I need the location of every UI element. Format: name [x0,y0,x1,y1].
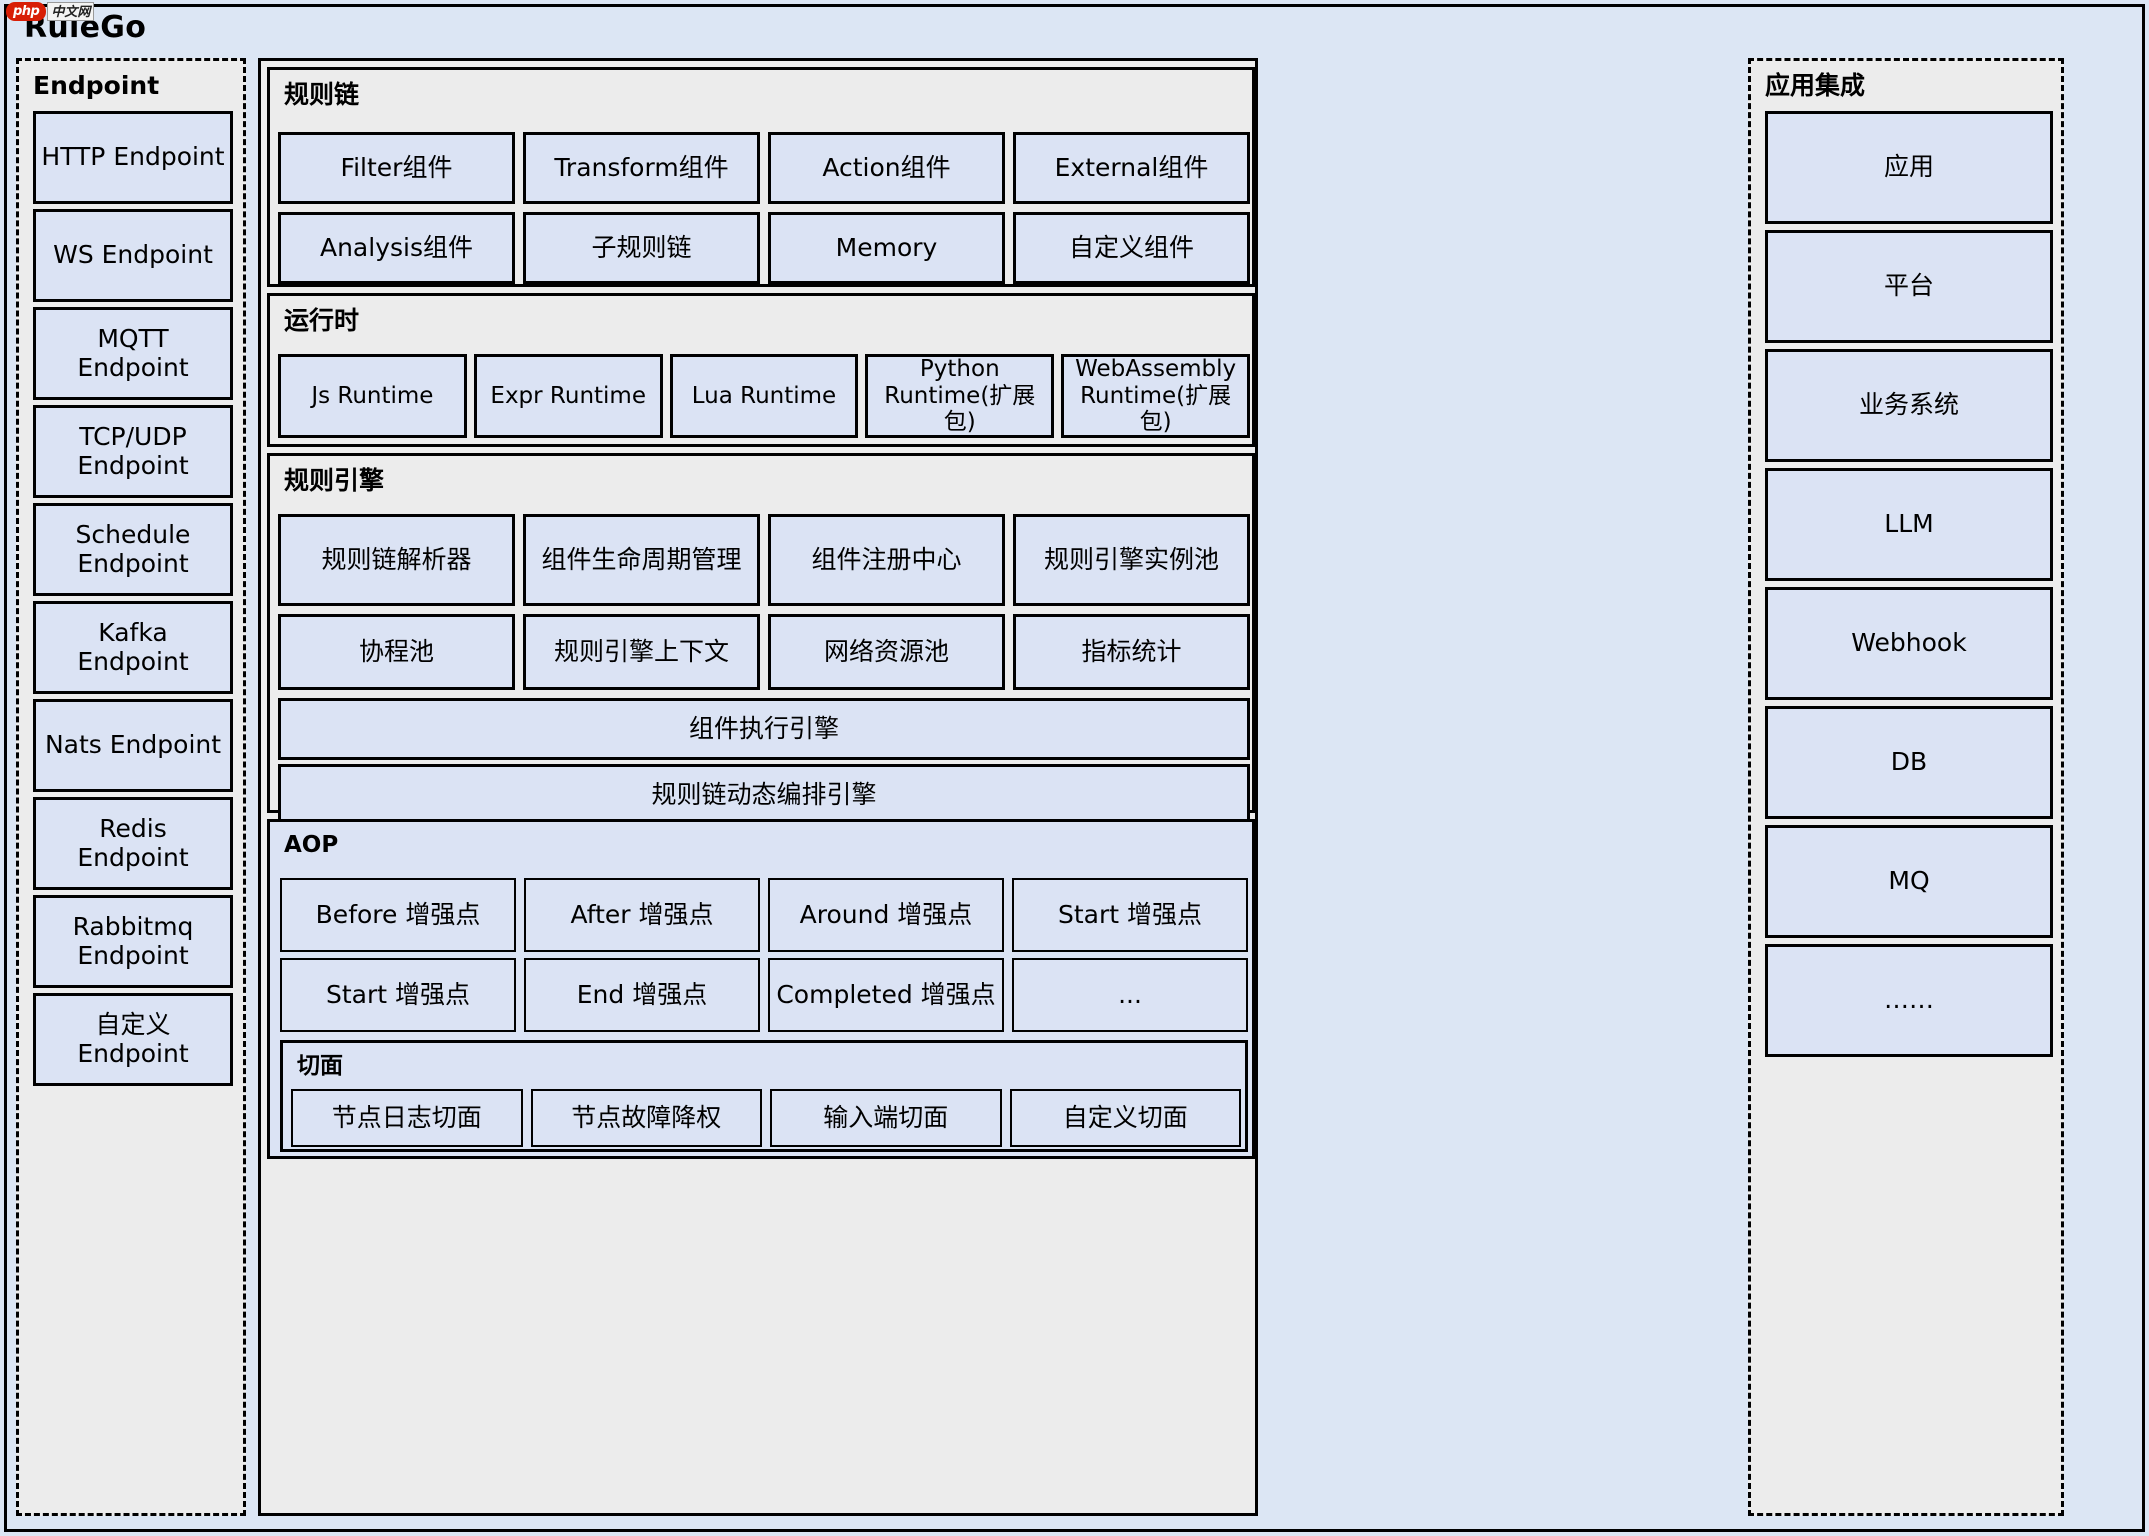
aop-item-before[interactable]: Before 增强点 [280,878,516,952]
endpoint-item-http[interactable]: HTTP Endpoint [33,111,233,204]
aspect-item-input[interactable]: 输入端切面 [770,1089,1002,1147]
runtime-item-lua[interactable]: Lua Runtime [669,354,859,438]
rule-engine-item-registry[interactable]: 组件注册中心 [768,514,1005,606]
aspect-item-node-log[interactable]: 节点日志切面 [291,1089,523,1147]
endpoint-item-kafka[interactable]: Kafka Endpoint [33,601,233,694]
rule-chain-item-sub-chain[interactable]: 子规则链 [523,212,760,284]
watermark-text: 中文网 [47,1,95,21]
rule-engine-item-chain-parser[interactable]: 规则链解析器 [278,514,515,606]
aop-row2: Start 增强点 End 增强点 Completed 增强点 ... [280,958,1248,1032]
endpoint-item-redis[interactable]: Redis Endpoint [33,797,233,890]
rule-engine-row1: 规则链解析器 组件生命周期管理 组件注册中心 规则引擎实例池 [278,514,1250,606]
runtime-item-expr[interactable]: Expr Runtime [473,354,663,438]
aop-item-end[interactable]: End 增强点 [524,958,760,1032]
aop-item-around[interactable]: Around 增强点 [768,878,1004,952]
aop-item-more[interactable]: ... [1012,958,1248,1032]
rule-chain-title: 规则链 [284,80,360,109]
runtime-item-webassembly[interactable]: WebAssembly Runtime(扩展包) [1061,354,1250,438]
aop-panel: AOP Before 增强点 After 增强点 Around 增强点 Star… [267,819,1255,1159]
core-panel: 规则链 Filter组件 Transform组件 Action组件 Extern… [258,58,1258,1516]
endpoint-list: HTTP Endpoint WS Endpoint MQTT Endpoint … [33,111,233,1091]
rule-chain-item-external[interactable]: External组件 [1013,132,1250,204]
integration-item-webhook[interactable]: Webhook [1765,587,2053,700]
rule-chain-panel: 规则链 Filter组件 Transform组件 Action组件 Extern… [267,67,1255,287]
endpoint-item-mqtt[interactable]: MQTT Endpoint [33,307,233,400]
integration-list: 应用 平台 业务系统 LLM Webhook DB MQ …… [1765,111,2053,1063]
rule-engine-panel: 规则引擎 规则链解析器 组件生命周期管理 组件注册中心 规则引擎实例池 协程池 … [267,453,1255,826]
aop-item-start[interactable]: Start 增强点 [1012,878,1248,952]
rule-engine-row2: 协程池 规则引擎上下文 网络资源池 指标统计 [278,614,1250,690]
endpoint-item-ws[interactable]: WS Endpoint [33,209,233,302]
rule-chain-grid: Filter组件 Transform组件 Action组件 External组件… [278,132,1250,284]
integration-panel: 应用集成 应用 平台 业务系统 LLM Webhook DB MQ …… [1748,58,2064,1516]
endpoint-item-tcp-udp[interactable]: TCP/UDP Endpoint [33,405,233,498]
endpoint-item-nats[interactable]: Nats Endpoint [33,699,233,792]
rule-chain-item-transform[interactable]: Transform组件 [523,132,760,204]
integration-item-app[interactable]: 应用 [1765,111,2053,224]
rule-chain-item-memory[interactable]: Memory [768,212,1005,284]
aspect-grid: 节点日志切面 节点故障降权 输入端切面 自定义切面 [291,1089,1241,1147]
aspect-title: 切面 [297,1053,343,1079]
rule-chain-item-filter[interactable]: Filter组件 [278,132,515,204]
runtime-item-js[interactable]: Js Runtime [278,354,467,438]
rule-engine-title: 规则引擎 [284,466,385,495]
runtime-panel: 运行时 Js Runtime Expr Runtime Lua Runtime … [267,293,1255,447]
aop-title: AOP [284,832,339,858]
rule-chain-item-analysis[interactable]: Analysis组件 [278,212,515,284]
rule-engine-item-context[interactable]: 规则引擎上下文 [523,614,760,690]
endpoint-item-custom[interactable]: 自定义Endpoint [33,993,233,1086]
integration-item-more[interactable]: …… [1765,944,2053,1057]
rule-engine-item-network-pool[interactable]: 网络资源池 [768,614,1005,690]
integration-item-platform[interactable]: 平台 [1765,230,2053,343]
integration-item-mq[interactable]: MQ [1765,825,2053,938]
endpoint-item-rabbitmq[interactable]: Rabbitmq Endpoint [33,895,233,988]
endpoint-panel-title: Endpoint [33,71,160,100]
aop-item-start-2[interactable]: Start 增强点 [280,958,516,1032]
endpoint-item-schedule[interactable]: Schedule Endpoint [33,503,233,596]
aspect-item-node-fault-degrade[interactable]: 节点故障降权 [530,1089,762,1147]
integration-item-llm[interactable]: LLM [1765,468,2053,581]
rule-chain-item-action[interactable]: Action组件 [768,132,1005,204]
rule-engine-dynamic-orchestration-engine[interactable]: 规则链动态编排引擎 [278,764,1250,826]
aop-row1: Before 增强点 After 增强点 Around 增强点 Start 增强… [280,878,1248,952]
aspect-item-custom[interactable]: 自定义切面 [1009,1089,1241,1147]
rule-engine-item-lifecycle[interactable]: 组件生命周期管理 [523,514,760,606]
runtime-item-python[interactable]: Python Runtime(扩展包) [865,354,1055,438]
rule-engine-component-exec-engine[interactable]: 组件执行引擎 [278,698,1250,760]
aop-item-completed[interactable]: Completed 增强点 [768,958,1004,1032]
rule-chain-item-custom[interactable]: 自定义组件 [1013,212,1250,284]
runtime-title: 运行时 [284,306,360,335]
endpoint-panel: Endpoint HTTP Endpoint WS Endpoint MQTT … [16,58,246,1516]
runtime-grid: Js Runtime Expr Runtime Lua Runtime Pyth… [278,354,1250,438]
rule-engine-item-goroutine-pool[interactable]: 协程池 [278,614,515,690]
rule-engine-item-instance-pool[interactable]: 规则引擎实例池 [1013,514,1250,606]
aspect-panel: 切面 节点日志切面 节点故障降权 输入端切面 自定义切面 [280,1040,1248,1152]
watermark-badge: php [6,1,47,21]
integration-item-db[interactable]: DB [1765,706,2053,819]
rule-engine-item-metrics[interactable]: 指标统计 [1013,614,1250,690]
integration-panel-title: 应用集成 [1765,71,1866,100]
aop-item-after[interactable]: After 增强点 [524,878,760,952]
watermark: php 中文网 [6,0,95,22]
integration-item-business-system[interactable]: 业务系统 [1765,349,2053,462]
